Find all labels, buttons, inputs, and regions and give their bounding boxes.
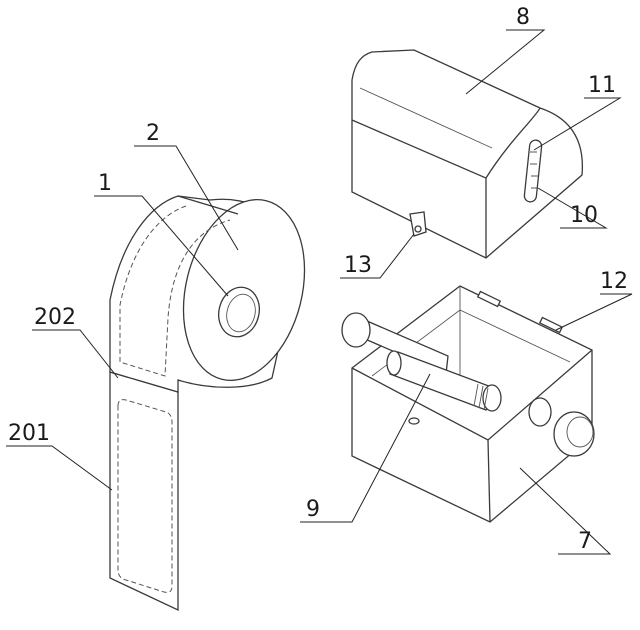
leader-13	[340, 233, 415, 279]
cover-clip	[409, 211, 427, 237]
label-202: 202	[34, 305, 76, 330]
reference-numerals: 1 2 202 201 8 11 10 13 12 9 7	[8, 5, 628, 554]
box-side-knob-inner	[566, 416, 594, 448]
roll-core-inner	[226, 293, 256, 333]
label-11: 11	[588, 73, 616, 98]
cover-curve	[485, 107, 541, 179]
leader-201	[6, 445, 113, 491]
leader-2	[134, 145, 239, 251]
leader-10	[537, 187, 608, 229]
label-8: 8	[516, 5, 530, 30]
hinge-tab-2	[538, 316, 564, 334]
cover-body	[351, 49, 584, 259]
slot-marks	[530, 151, 538, 189]
label-7: 7	[578, 529, 592, 554]
label-13: 13	[344, 253, 372, 278]
cover-fold-line	[359, 87, 493, 149]
leader-8	[465, 29, 546, 95]
box-side-knob	[553, 411, 595, 457]
label-2: 2	[146, 121, 160, 146]
label-outline-roll	[119, 205, 231, 377]
label-9: 9	[306, 497, 320, 522]
leader-7	[519, 467, 612, 555]
roll-top-edge	[177, 195, 239, 215]
hinge-tab-1	[476, 290, 502, 308]
label-201: 201	[8, 421, 50, 446]
label-outline-strip	[117, 399, 173, 593]
base-box	[341, 285, 595, 523]
box-side-hole	[528, 397, 552, 427]
shaft-end-knob	[341, 312, 371, 348]
cover-slot	[523, 139, 543, 203]
label-12: 12	[600, 269, 628, 294]
leader-202	[32, 329, 119, 379]
label-strip	[109, 371, 179, 612]
label-1: 1	[98, 171, 112, 196]
label-roll	[109, 195, 306, 612]
leader-12	[555, 293, 633, 331]
roller-knurl	[473, 383, 489, 411]
label-10: 10	[570, 203, 598, 228]
leader-lines	[6, 29, 633, 555]
roller-end-right	[482, 384, 502, 412]
box-top-hole	[408, 417, 420, 425]
box-front-corner	[487, 439, 491, 523]
clip-hole	[414, 225, 422, 233]
roller-end-left	[386, 350, 402, 376]
top-cover	[351, 49, 584, 259]
leader-1	[94, 195, 229, 297]
leader-11	[533, 97, 622, 151]
leader-9	[300, 373, 431, 523]
